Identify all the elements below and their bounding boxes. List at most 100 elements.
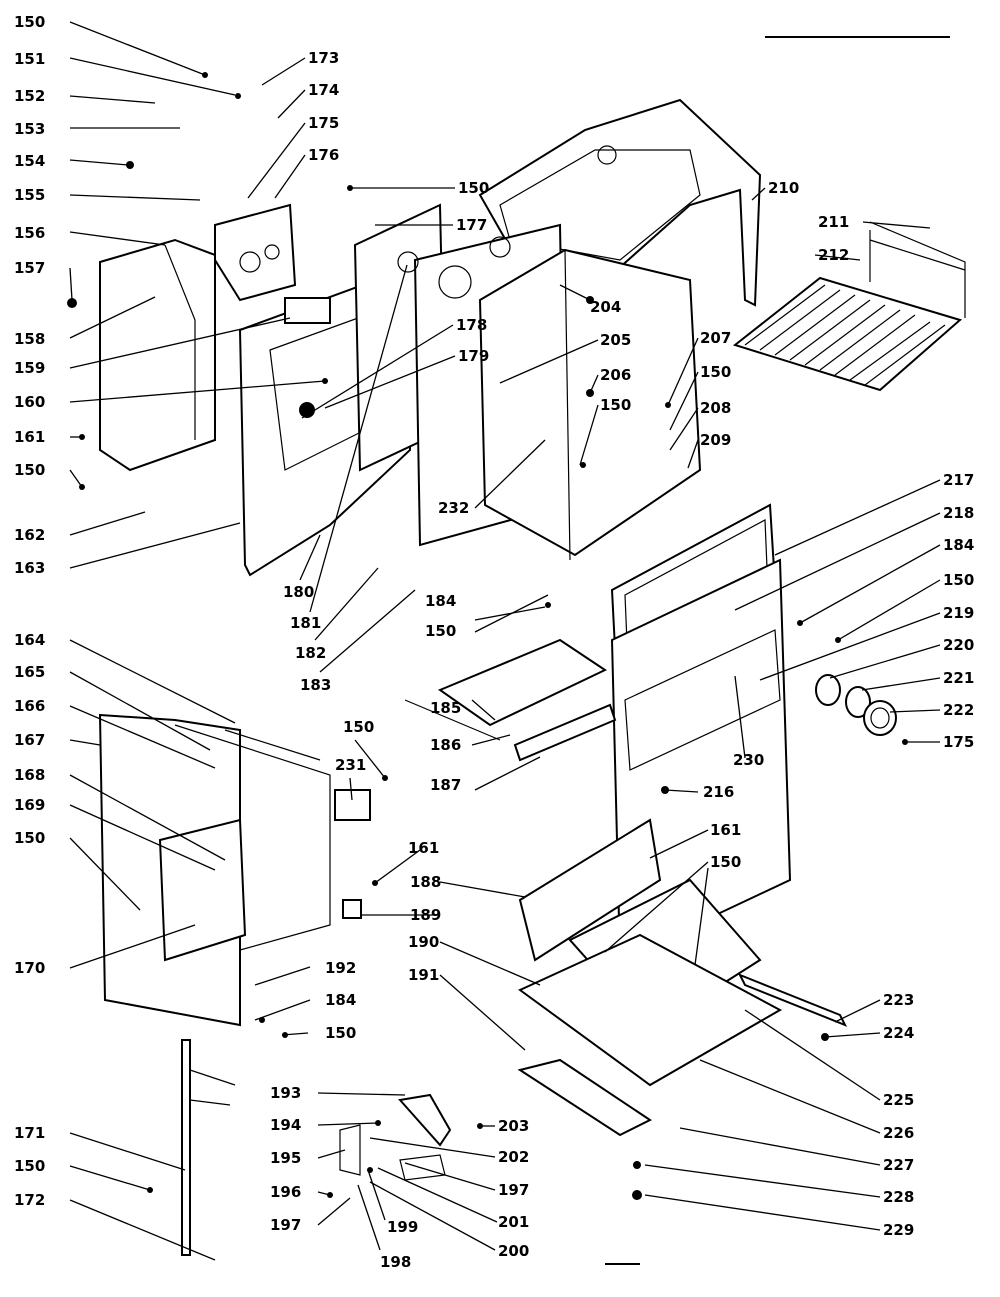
label: 160: [14, 393, 45, 411]
parts: [98, 98, 966, 1256]
label: 150: [600, 396, 631, 414]
label: 180: [283, 583, 314, 601]
label: 165: [14, 663, 45, 681]
bottom-panel-back: [518, 818, 662, 962]
label: 156: [14, 224, 45, 242]
label: 150: [14, 461, 45, 479]
label: 188: [410, 873, 441, 891]
label: 181: [290, 614, 321, 632]
label: 150: [710, 853, 741, 871]
label: 226: [883, 1124, 914, 1142]
label: 153: [14, 120, 45, 138]
label: 150: [343, 718, 374, 736]
label: 211: [818, 213, 849, 231]
label: 167: [14, 731, 45, 749]
label: 190: [408, 933, 439, 951]
label: 161: [710, 821, 741, 839]
label: 195: [270, 1149, 301, 1167]
label: 183: [300, 676, 331, 694]
label: 164: [14, 631, 45, 649]
bar: [513, 703, 617, 762]
label: 210: [768, 179, 799, 197]
label: 184: [943, 536, 974, 554]
burner-cap: [815, 674, 841, 706]
label: 166: [14, 697, 45, 715]
label: 161: [14, 428, 45, 446]
label: 150: [458, 179, 489, 197]
label: 175: [943, 733, 974, 751]
label: 192: [325, 959, 356, 977]
label: 202: [498, 1148, 529, 1166]
label: 208: [700, 399, 731, 417]
label: 178: [456, 316, 487, 334]
label: 224: [883, 1024, 914, 1042]
label: 161: [408, 839, 439, 857]
label: 218: [943, 504, 974, 522]
label: 158: [14, 330, 45, 348]
label: 159: [14, 359, 45, 377]
label: 171: [14, 1124, 45, 1142]
label: 168: [14, 766, 45, 784]
small-plate: [334, 789, 371, 821]
bracket: [398, 1093, 452, 1147]
label: 150: [425, 622, 456, 640]
burner-ring: [863, 700, 897, 736]
part-number-labels: 150 151 152 153 154 155 156 157 158 159 …: [14, 13, 974, 1271]
label: 209: [700, 431, 731, 449]
label: 150: [14, 13, 45, 31]
label: 200: [498, 1242, 529, 1260]
inner-panel: [158, 818, 247, 962]
label: 150: [14, 829, 45, 847]
label: 172: [14, 1191, 45, 1209]
label: 206: [600, 366, 631, 384]
label: 232: [438, 499, 469, 517]
label: 225: [883, 1091, 914, 1109]
bottom-plate: [518, 933, 783, 1087]
label: 198: [380, 1253, 411, 1271]
pipe: [181, 1039, 191, 1256]
label: 184: [325, 991, 356, 1009]
hardware-dots: [67, 72, 908, 1200]
label: 162: [14, 526, 45, 544]
label: 174: [308, 81, 339, 99]
label: 194: [270, 1116, 301, 1134]
label: 151: [14, 50, 45, 68]
leader-lines: [69, 21, 941, 1261]
label: 229: [883, 1221, 914, 1239]
kick-panel: [517, 1058, 652, 1137]
oven-rack: [732, 276, 963, 392]
label: 170: [14, 959, 45, 977]
label: 155: [14, 186, 45, 204]
label: 150: [325, 1024, 356, 1042]
rail: [737, 973, 848, 1027]
label: 227: [883, 1156, 914, 1174]
label: 154: [14, 152, 45, 170]
label: 177: [456, 216, 487, 234]
label: 189: [410, 906, 441, 924]
label: 199: [387, 1218, 418, 1236]
label: 187: [430, 776, 461, 794]
label: 184: [425, 592, 456, 610]
label: 169: [14, 796, 45, 814]
label: 222: [943, 701, 974, 719]
small-plate-2: [342, 899, 362, 919]
label: 212: [818, 246, 849, 264]
label: 152: [14, 87, 45, 105]
label: 193: [270, 1084, 301, 1102]
label: 203: [498, 1117, 529, 1135]
label: 176: [308, 146, 339, 164]
label: 228: [883, 1188, 914, 1206]
label: 186: [430, 736, 461, 754]
label: 204: [590, 298, 621, 316]
label: 217: [943, 471, 974, 489]
label: 220: [943, 636, 974, 654]
label: 221: [943, 669, 974, 687]
label: 196: [270, 1183, 301, 1201]
label: 230: [733, 751, 764, 769]
label: 231: [335, 756, 366, 774]
label: 179: [458, 347, 489, 365]
label: 185: [430, 699, 461, 717]
label: 219: [943, 604, 974, 622]
label: 216: [703, 783, 734, 801]
